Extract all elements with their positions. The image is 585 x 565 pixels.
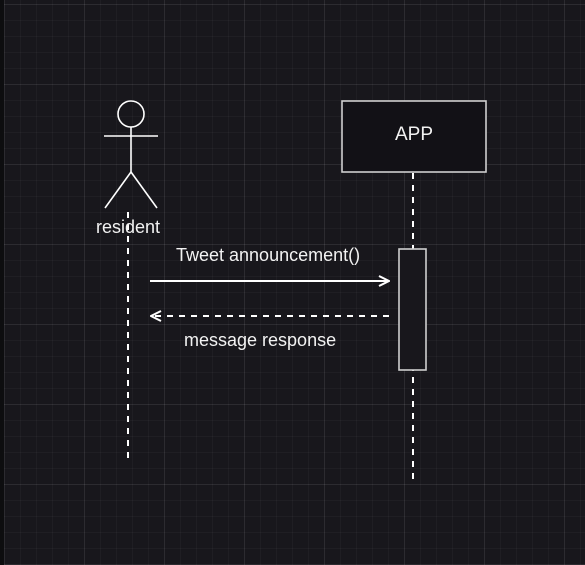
actor-figure[interactable]: [104, 100, 158, 209]
activation-bar[interactable]: [398, 248, 427, 371]
participant-box-app[interactable]: [341, 100, 487, 173]
participant-label: APP: [394, 124, 434, 145]
actor-head: [117, 100, 145, 128]
actor-right-leg: [130, 171, 158, 209]
canvas-left-border: [0, 0, 4, 565]
actor-left-leg: [104, 171, 132, 209]
actor-label: resident: [96, 217, 161, 237]
message-label-tweet: Tweet announcement(): [176, 245, 361, 265]
message-label-response: message response: [184, 330, 337, 350]
